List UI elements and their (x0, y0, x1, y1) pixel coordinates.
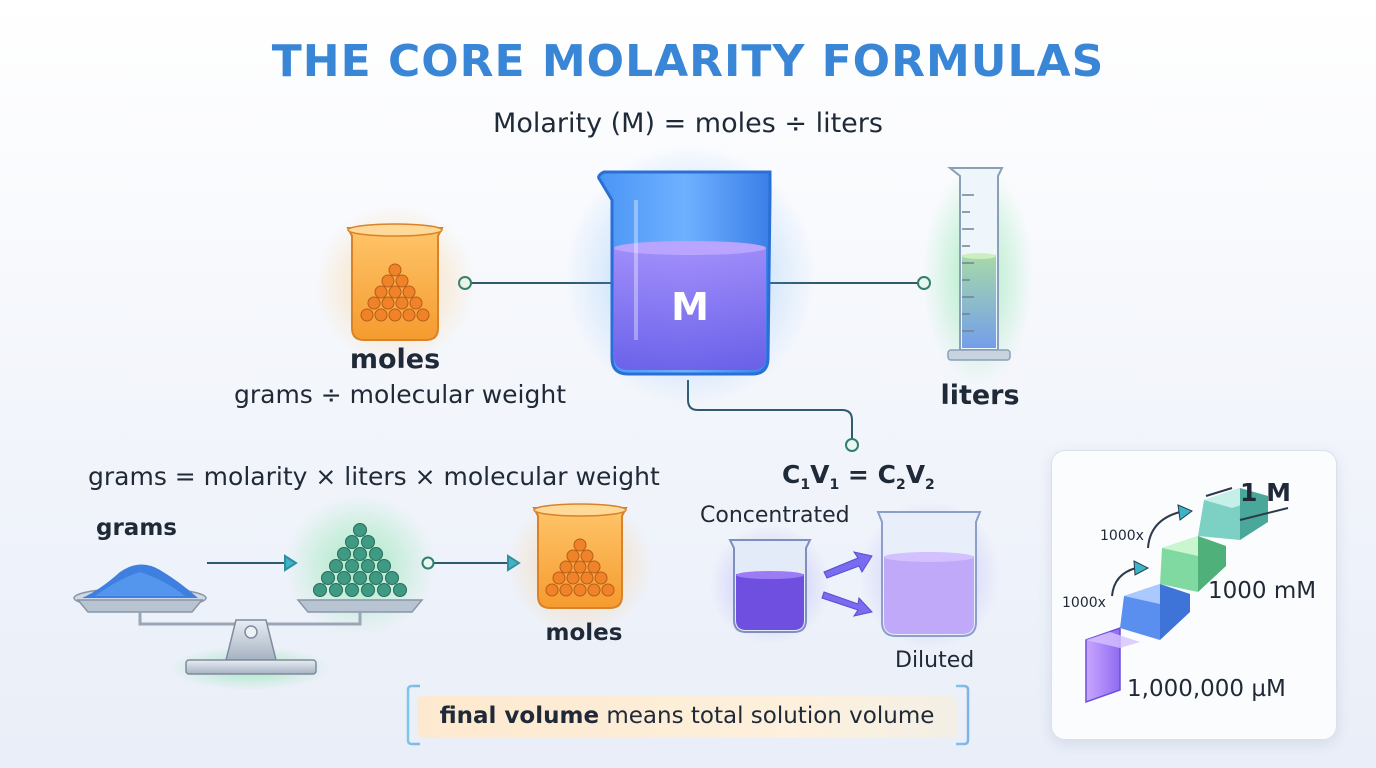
moles-bottom-label: moles (545, 620, 623, 646)
dilution-v2: V (905, 460, 926, 489)
moles-definition: grams ÷ molecular weight (233, 380, 567, 409)
dilution-sub-1: 1 (800, 477, 811, 493)
unit-top-label: 1 M (1240, 478, 1291, 507)
dilution-sub-3: 2 (895, 477, 906, 493)
grams-formula: grams = molarity × liters × molecular we… (88, 462, 660, 491)
note-box-frame (406, 684, 970, 746)
molarity-formula: Molarity (M) = moles ÷ liters (493, 108, 883, 139)
dilution-v1: V (810, 460, 830, 489)
note-text-rest: means total solution volume (599, 703, 935, 729)
moles-label: moles (349, 344, 441, 375)
molarity-beaker-icon (565, 145, 815, 405)
dilution-c1: C (782, 460, 801, 489)
diluted-label: Diluted (895, 648, 975, 673)
step-factor-upper: 1000x (1100, 528, 1144, 544)
graduated-cylinder-icon (923, 165, 1033, 385)
note-bold-term: final volume (439, 703, 600, 729)
dilution-formula: C1V1 = C2V2 (782, 460, 935, 493)
grams-label: grams (96, 515, 177, 541)
note-highlight (417, 696, 957, 738)
concentrated-beaker-icon (710, 525, 830, 645)
liters-label: liters (940, 380, 1020, 411)
unit-staircase-icon (1085, 487, 1289, 704)
green-particles-pan-icon (285, 495, 435, 635)
page-title: THE CORE MOLARITY FORMULAS (271, 36, 1105, 87)
dilution-equals: = (839, 460, 878, 489)
dilution-sub-2: 1 (829, 477, 840, 493)
unit-middle-label: 1000 mM (1208, 578, 1317, 604)
moles-beaker-bottom-icon (508, 495, 652, 635)
dilution-sub-4: 2 (925, 477, 935, 493)
balance-scale-icon (138, 612, 362, 690)
concentrated-label: Concentrated (700, 503, 850, 528)
dilution-c2: C (877, 460, 896, 489)
connector-dot-dilution (845, 438, 859, 452)
dilution-arrows (821, 551, 873, 617)
final-volume-note: final volume means total solution volume (417, 703, 957, 729)
diluted-beaker-icon (860, 500, 1000, 650)
molarity-symbol: M (671, 285, 709, 329)
powder-pan-icon (73, 564, 207, 613)
moles-beaker-icon (315, 205, 475, 365)
step-factor-lower: 1000x (1062, 595, 1106, 611)
unit-bottom-label: 1,000,000 µM (1127, 676, 1286, 702)
